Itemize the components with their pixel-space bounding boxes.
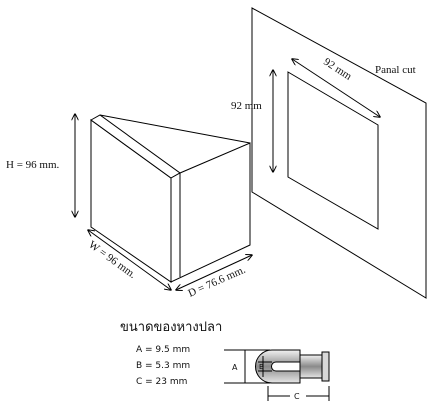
lug-spec-a: A = 9.5 mm (136, 345, 190, 355)
lug-illustration: A B C (224, 349, 330, 401)
panel-cut-group: 92 mm 92 mm Panal cut (231, 7, 427, 299)
cutout-height-label: 92 mm (231, 100, 262, 112)
dim-c-letter: C (294, 392, 300, 401)
lug-title: ขนาดของหางปลา (120, 319, 222, 334)
width-arrow (88, 230, 171, 290)
lug-barrel (299, 354, 323, 379)
dim-a-letter: A (232, 363, 238, 372)
lug-spec-block: ขนาดของหางปลา A = 9.5 mm B = 5.3 mm C = … (120, 319, 222, 387)
lug-spec-c: C = 23 mm (136, 377, 187, 387)
height-label: H = 96 mm. (6, 159, 60, 171)
panel-cut-label: Panal cut (375, 64, 416, 76)
depth-arrow (176, 255, 252, 290)
lug-sleeve (321, 351, 330, 382)
dim-b-letter: B (259, 363, 264, 371)
lug-spec-b: B = 5.3 mm (136, 361, 190, 371)
box-top-edge (99, 114, 251, 144)
cutout-width-arrow (292, 59, 380, 117)
lug-fork (255, 349, 301, 384)
